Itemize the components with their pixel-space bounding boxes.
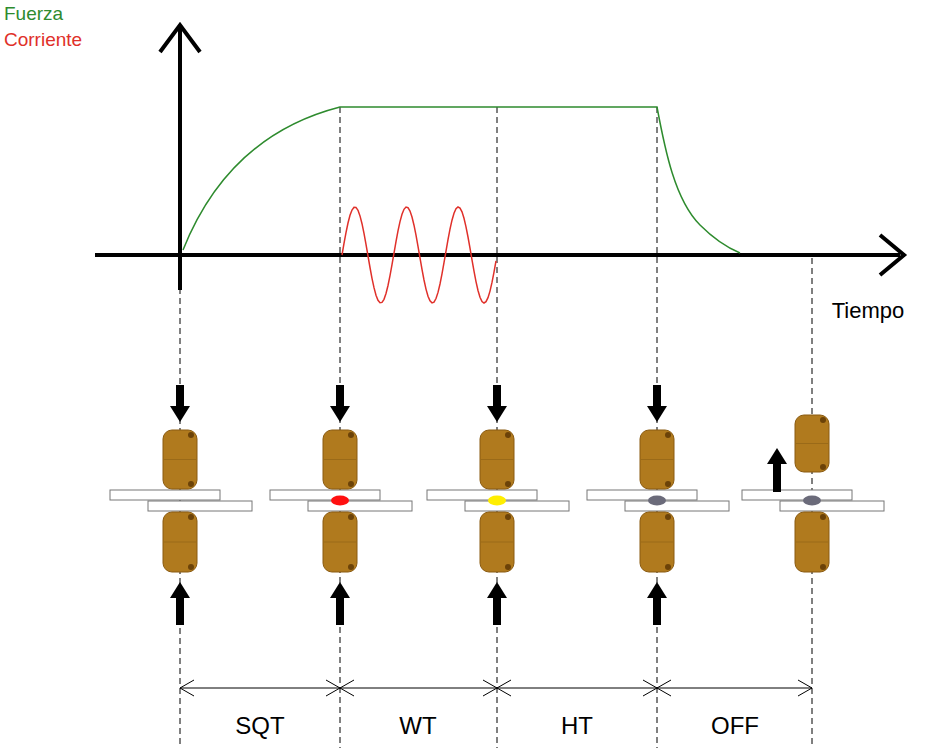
weld-nugget bbox=[331, 496, 349, 506]
electrode-detail bbox=[640, 459, 674, 460]
horizontal-axis bbox=[95, 253, 900, 257]
electrode-detail bbox=[348, 564, 354, 570]
sheet-bottom bbox=[465, 501, 569, 511]
force-arrow bbox=[170, 406, 190, 422]
electrode-detail bbox=[820, 514, 826, 520]
dimension-arrow bbox=[643, 680, 657, 696]
axis-label: Corriente bbox=[4, 30, 82, 49]
axis-arrowhead bbox=[880, 235, 904, 275]
phase-label: WT bbox=[399, 714, 436, 738]
sheet-bottom bbox=[148, 501, 252, 511]
guide-line bbox=[657, 107, 658, 748]
guide-line bbox=[497, 107, 498, 748]
electrode-detail bbox=[188, 481, 194, 487]
electrode-detail bbox=[323, 542, 357, 543]
electrode-detail bbox=[188, 432, 194, 438]
dimension-arrow bbox=[657, 680, 671, 696]
axis-label: Fuerza bbox=[4, 4, 63, 23]
electrode-detail bbox=[795, 443, 829, 444]
electrode-detail bbox=[348, 481, 354, 487]
phase-label: SQT bbox=[235, 714, 284, 738]
dimension-arrow bbox=[340, 680, 354, 696]
weld-nugget bbox=[803, 496, 821, 506]
sheet-top bbox=[742, 490, 852, 500]
electrode bbox=[323, 430, 357, 489]
electrode-detail bbox=[188, 564, 194, 570]
electrode-detail bbox=[820, 417, 826, 423]
force-arrow bbox=[487, 406, 507, 422]
electrode-detail bbox=[505, 564, 511, 570]
electrode bbox=[795, 415, 829, 472]
phase-label: HT bbox=[561, 714, 593, 738]
force-arrow bbox=[653, 596, 661, 625]
force-arrow bbox=[336, 596, 344, 625]
electrode-detail bbox=[665, 514, 671, 520]
dimension-arrow bbox=[483, 680, 497, 696]
sheet-top bbox=[110, 490, 220, 500]
sheet-top bbox=[427, 490, 537, 500]
force-arrow bbox=[653, 385, 661, 408]
electrode-detail bbox=[348, 432, 354, 438]
electrode bbox=[163, 512, 197, 572]
electrode bbox=[323, 512, 357, 572]
sheet-top bbox=[270, 490, 380, 500]
electrode-detail bbox=[480, 459, 514, 460]
electrode-detail bbox=[505, 432, 511, 438]
force-arrow bbox=[493, 596, 501, 625]
electrode-detail bbox=[665, 564, 671, 570]
electrode-detail bbox=[505, 514, 511, 520]
force-arrow bbox=[176, 596, 184, 625]
electrode-detail bbox=[795, 542, 829, 543]
dimension-arrow bbox=[798, 680, 812, 696]
force-arrow bbox=[487, 582, 507, 598]
sheet-bottom bbox=[625, 501, 729, 511]
weld-nugget bbox=[488, 496, 506, 506]
vertical-axis bbox=[178, 28, 182, 290]
current-wave bbox=[342, 207, 496, 303]
electrode-detail bbox=[188, 514, 194, 520]
force-arrow bbox=[773, 462, 781, 492]
electrode-detail bbox=[640, 542, 674, 543]
force-arrow bbox=[330, 582, 350, 598]
axis-arrowhead bbox=[160, 25, 200, 52]
force-arrow bbox=[647, 582, 667, 598]
electrode-detail bbox=[665, 481, 671, 487]
force-arrow bbox=[336, 385, 344, 408]
electrode-detail bbox=[820, 564, 826, 570]
electrode-detail bbox=[323, 459, 357, 460]
dimension-arrow bbox=[180, 680, 194, 696]
electrode bbox=[163, 430, 197, 489]
electrode-detail bbox=[505, 481, 511, 487]
electrode bbox=[795, 512, 829, 572]
phase-label: OFF bbox=[711, 714, 759, 738]
force-arrow bbox=[330, 406, 350, 422]
electrode-detail bbox=[480, 542, 514, 543]
weld-nugget bbox=[648, 496, 666, 506]
electrode-detail bbox=[820, 464, 826, 470]
force-arrow bbox=[647, 406, 667, 422]
sheet-bottom bbox=[780, 501, 884, 511]
electrode bbox=[640, 430, 674, 489]
sheet-bottom bbox=[308, 501, 412, 511]
electrode-detail bbox=[348, 514, 354, 520]
dimension-arrow bbox=[326, 680, 340, 696]
electrode bbox=[480, 512, 514, 572]
electrode-detail bbox=[665, 432, 671, 438]
guide-line bbox=[340, 107, 341, 748]
electrode bbox=[480, 430, 514, 489]
force-curve bbox=[183, 107, 740, 253]
axis-label: Tiempo bbox=[832, 300, 905, 322]
force-arrow bbox=[176, 385, 184, 408]
force-arrow bbox=[767, 448, 787, 464]
electrode bbox=[640, 512, 674, 572]
force-arrow bbox=[493, 385, 501, 408]
sheet-top bbox=[587, 490, 697, 500]
force-arrow bbox=[170, 582, 190, 598]
electrode-detail bbox=[163, 542, 197, 543]
dimension-arrow bbox=[497, 680, 511, 696]
electrode-detail bbox=[163, 459, 197, 460]
